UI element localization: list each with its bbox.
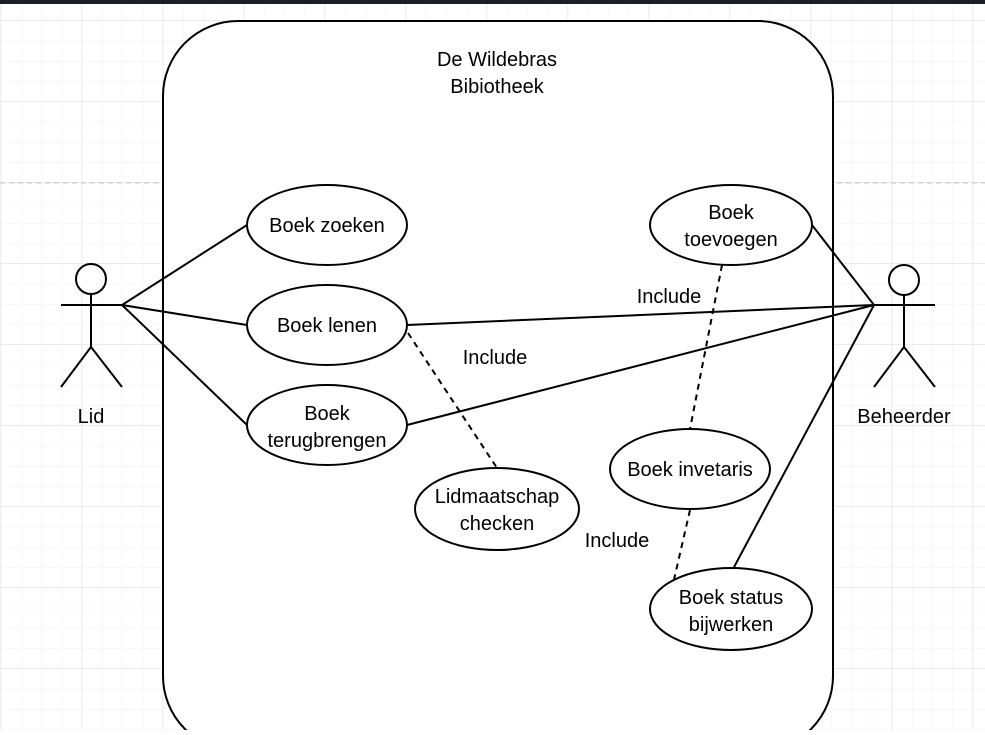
use-case-label-line-1: Boek: [304, 403, 351, 425]
use-case-lidmaatschap-checken[interactable]: Lidmaatschap checken: [414, 467, 580, 551]
assoc-lid-zoeken[interactable]: [121, 224, 248, 306]
actor-right-leg: [903, 346, 936, 388]
use-case-boek-toevoegen[interactable]: Boek toevoegen: [649, 184, 813, 266]
use-case-boek-lenen[interactable]: Boek lenen: [246, 284, 408, 366]
actor-lid[interactable]: [60, 263, 123, 388]
actor-left-leg: [60, 346, 92, 388]
use-case-boek-terugbrengen[interactable]: Boek terugbrengen: [246, 384, 408, 466]
use-case-label-line-2: toevoegen: [684, 229, 777, 251]
include-lenen-lidmaat[interactable]: [407, 332, 498, 469]
use-case-label-line-2: checken: [460, 513, 535, 535]
use-case-label: Boek lenen: [277, 315, 377, 337]
assoc-beheerder-terug[interactable]: [406, 304, 875, 426]
use-case-label-line-1: Boek status: [679, 587, 784, 609]
diagram-canvas[interactable]: De Wildebras Bibiotheek Include Include …: [0, 4, 985, 735]
use-case-boek-zoeken[interactable]: Boek zoeken: [246, 184, 408, 266]
use-case-boek-status-bijwerken[interactable]: Boek status bijwerken: [649, 567, 813, 651]
use-case-label-line-2: bijwerken: [689, 614, 773, 636]
window-top-bar: [0, 0, 985, 4]
include-invetaris-status[interactable]: [672, 509, 691, 585]
use-case-label: Boek invetaris: [627, 459, 753, 481]
use-case-label-line-1: Lidmaatschap: [435, 486, 560, 508]
assoc-beheerder-status[interactable]: [732, 304, 875, 570]
actor-right-leg: [90, 346, 123, 388]
system-title-line-1: De Wildebras: [437, 49, 557, 71]
use-case-label-line-2: terugbrengen: [268, 430, 387, 452]
include-label-toevoegen: Include: [637, 286, 702, 308]
assoc-beheerder-lenen[interactable]: [406, 304, 875, 326]
include-toevoegen-invetaris[interactable]: [689, 264, 723, 430]
include-label-invetaris: Include: [585, 530, 650, 552]
include-label-lenen: Include: [463, 347, 528, 369]
actor-beheerder[interactable]: [873, 264, 936, 388]
actor-label-lid: Lid: [78, 406, 105, 428]
use-case-label-line-1: Boek: [708, 202, 755, 224]
assoc-beheerder-toevoegen[interactable]: [811, 224, 875, 306]
assoc-lid-terug[interactable]: [121, 304, 248, 426]
actor-head: [888, 264, 920, 296]
system-title-line-2: Bibiotheek: [450, 76, 544, 98]
actor-label-beheerder: Beheerder: [857, 406, 951, 428]
actor-left-leg: [873, 346, 905, 388]
use-case-boek-invetaris[interactable]: Boek invetaris: [609, 428, 771, 510]
assoc-lid-lenen[interactable]: [121, 304, 248, 326]
actor-head: [75, 263, 107, 295]
use-case-label: Boek zoeken: [269, 215, 385, 237]
diagram-svg: De Wildebras Bibiotheek Include Include …: [0, 4, 985, 735]
